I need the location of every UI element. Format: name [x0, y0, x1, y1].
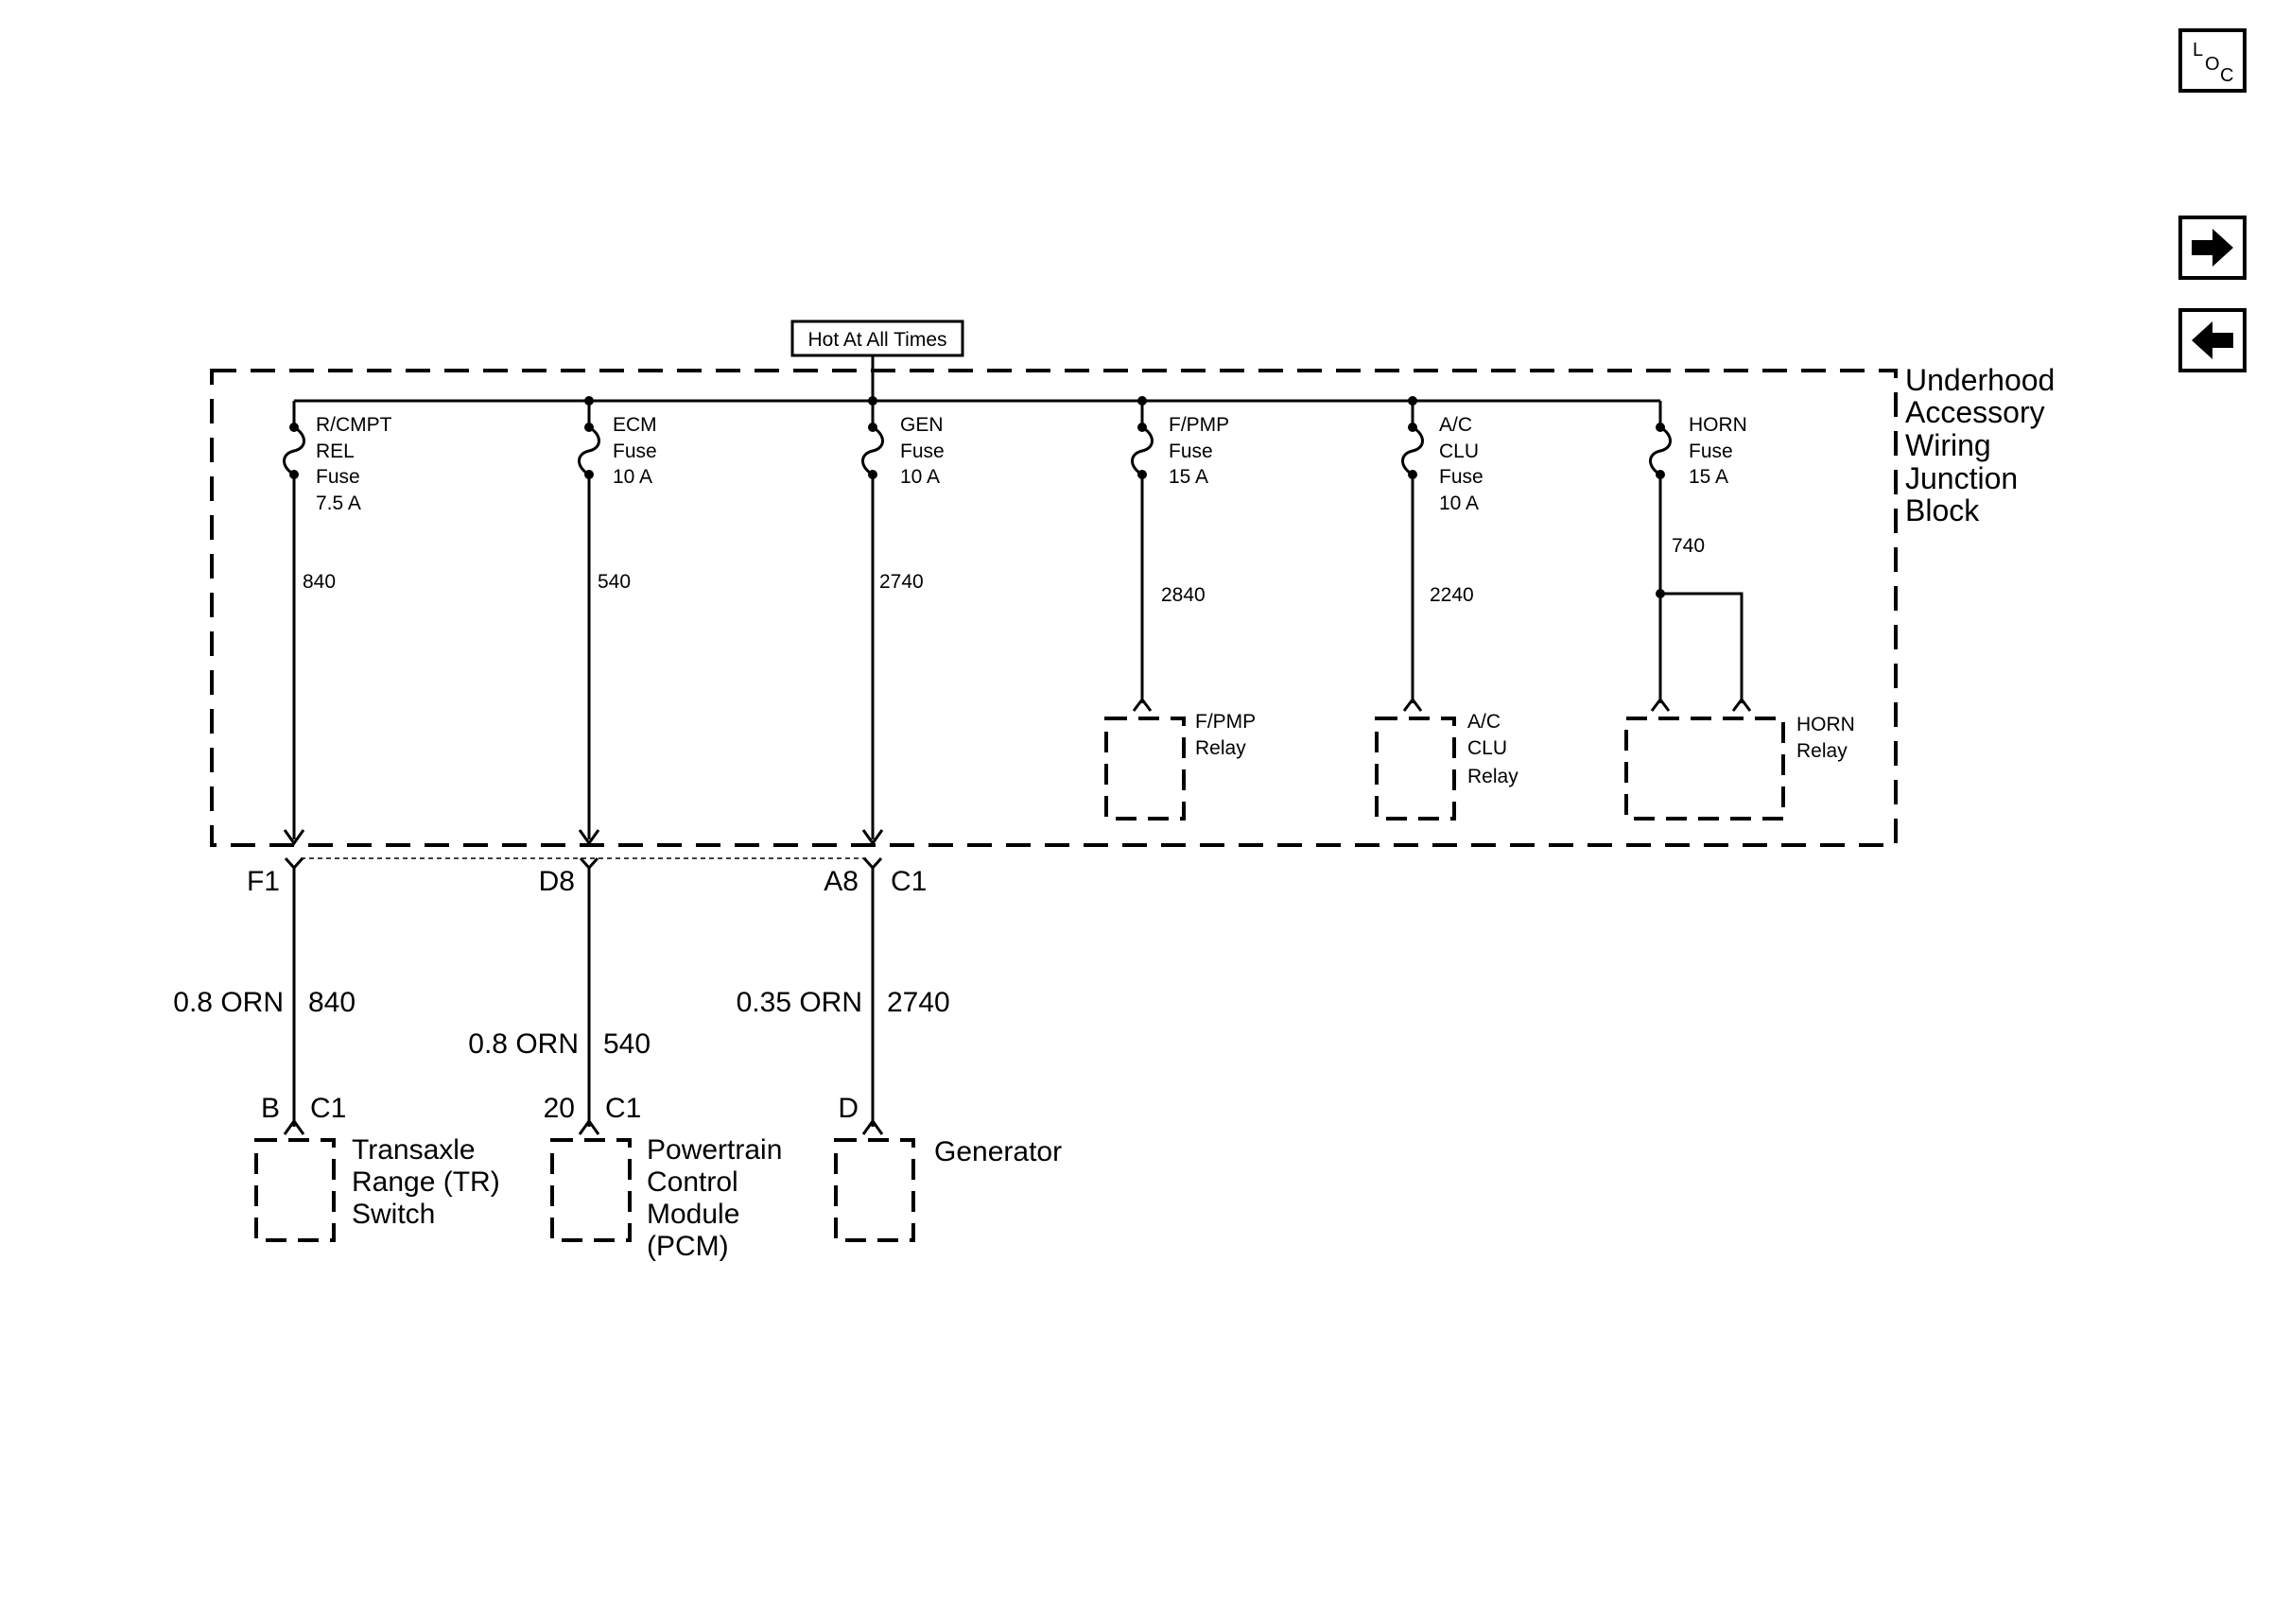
circuit-number: 2740	[879, 571, 924, 593]
relay-label: HORN Relay	[1796, 714, 1861, 762]
wire-color-label: 0.8 ORN	[468, 1028, 579, 1060]
component-label: Transaxle Range (TR) Switch	[352, 1134, 508, 1230]
component-label: Powertrain Control Module (PCM)	[647, 1134, 790, 1262]
component-box	[254, 1138, 336, 1242]
fuse-label: A/C CLU Fuse 10 A	[1439, 414, 1489, 514]
previous-page-button[interactable]	[2178, 308, 2247, 372]
wire-color-label: 0.8 ORN	[173, 987, 284, 1018]
circuit-number: 740	[1672, 535, 1705, 557]
circuit-label: 840	[308, 987, 356, 1018]
junction-block-title: Underhood Accessory Wiring Junction Bloc…	[1905, 363, 2063, 527]
arrow-left-icon	[2192, 321, 2233, 359]
fuse-label: ECM Fuse 10 A	[613, 414, 663, 488]
fuse-label: GEN Fuse 10 A	[900, 414, 950, 488]
next-page-button[interactable]	[2178, 216, 2247, 280]
fuse-ecm: ECM Fuse 10 A 540	[578, 401, 663, 839]
fuse-label: F/PMP Fuse 15 A	[1169, 414, 1235, 488]
component-connector-label: C1	[605, 1093, 641, 1124]
component-connector-label: C1	[310, 1093, 346, 1124]
junction-block-title-line: Wiring	[1905, 428, 1991, 462]
power-source-label: Hot At All Times	[790, 320, 964, 401]
fuse-gen: GEN Fuse 10 A 2740	[861, 401, 950, 839]
circuit-number: 540	[598, 571, 631, 593]
power-source-text: Hot At All Times	[807, 329, 946, 351]
block-exit-arrows	[283, 829, 884, 846]
jb-pin-label: F1	[247, 866, 280, 897]
output-tr: F1 0.8 ORN 840 B C1 Transaxle Range (TR)…	[173, 866, 508, 1242]
circuit-label: 540	[603, 1028, 651, 1060]
junction-block-title-line: Block	[1905, 493, 1980, 527]
output-pcm: D8 0.8 ORN 540 20 C1 Powertrain Control …	[468, 866, 790, 1262]
circuit-number: 840	[303, 571, 336, 593]
fuse-fpmp: F/PMP Fuse 15 A 2840	[1131, 401, 1235, 712]
jb-pin-label: A8	[824, 866, 859, 897]
relay-fpmp: F/PMP Relay	[1104, 711, 1261, 821]
relay-horn: HORN Relay	[1624, 714, 1861, 821]
arrow-right-icon	[2192, 229, 2233, 267]
jb-connector-label: C1	[891, 866, 927, 897]
circuit-number: 2240	[1430, 584, 1474, 606]
relay-label: F/PMP Relay	[1195, 711, 1261, 759]
connector-forks	[284, 856, 883, 871]
relay-acclu: A/C CLU Relay	[1375, 711, 1518, 821]
component-box	[834, 1138, 915, 1242]
jb-pin-label: D8	[539, 866, 575, 897]
fuse-label: R/CMPT REL Fuse 7.5 A	[316, 414, 397, 514]
junction-block-title-line: Underhood	[1905, 363, 2055, 397]
fuse-rcmpt: R/CMPT REL Fuse 7.5 A 840	[283, 401, 397, 839]
component-box	[550, 1138, 632, 1242]
fuse-acclu: A/C CLU Fuse 10 A 2240	[1401, 401, 1489, 712]
junction-block-outline	[210, 369, 1898, 847]
loc-letter: O	[2205, 54, 2220, 75]
circuit-number: 2840	[1161, 584, 1206, 606]
component-locator-button[interactable]: L O C	[2178, 28, 2247, 93]
component-pin-label: D	[838, 1093, 859, 1124]
loc-letter: C	[2220, 65, 2233, 86]
junction-block-title-line: Accessory	[1905, 395, 2045, 429]
junction-block-title-line: Junction	[1905, 461, 2018, 495]
relay-label: A/C CLU Relay	[1467, 711, 1518, 787]
fuse-label: HORN Fuse 15 A	[1689, 414, 1753, 488]
wire-color-label: 0.35 ORN	[737, 987, 862, 1018]
loc-letter: L	[2193, 40, 2203, 60]
circuit-label: 2740	[887, 987, 950, 1018]
component-label: Generator	[934, 1136, 1062, 1167]
fuse-horn: HORN Fuse 15 A 740	[1649, 401, 1753, 712]
output-generator: A8 C1 0.35 ORN 2740 D Generator	[737, 866, 1062, 1242]
component-pin-label: 20	[544, 1093, 575, 1124]
component-pin-label: B	[261, 1093, 280, 1124]
loc-icon: L O C	[2193, 40, 2233, 86]
output-wires	[292, 868, 875, 1127]
